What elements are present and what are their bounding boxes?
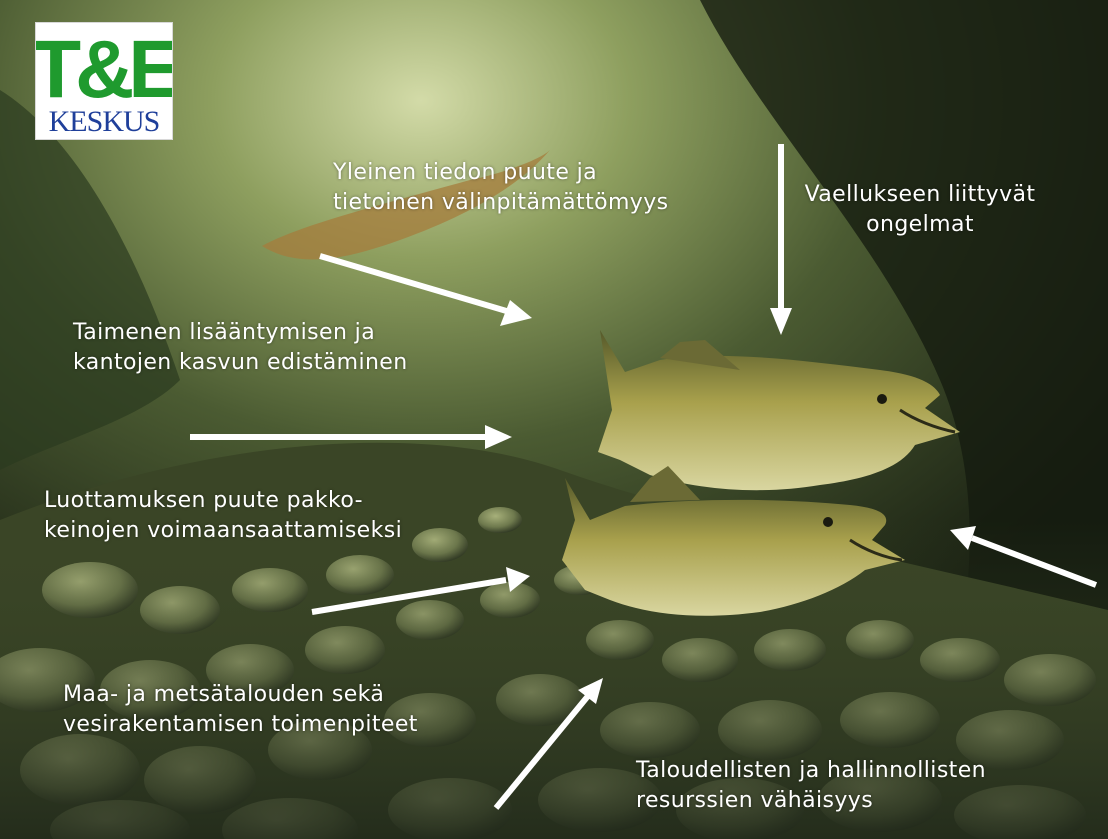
logo-top-text: T&E [36,24,172,115]
label-land-use: Maa- ja metsätalouden sekä vesirakentami… [63,680,418,740]
label-resources-line-1: Taloudellisten ja hallinnollisten [636,756,986,786]
label-land-use-line-2: vesirakentamisen toimenpiteet [63,710,418,740]
label-reproduction: Taimenen lisääntymisen ja kantojen kasvu… [73,318,408,378]
label-land-use-line-1: Maa- ja metsätalouden sekä [63,680,418,710]
label-trust: Luottamuksen puute pakko- keinojen voima… [44,486,402,546]
label-reproduction-line-1: Taimenen lisääntymisen ja [73,318,408,348]
logo-bottom-text: KESKUS [49,105,160,138]
label-resources: Taloudellisten ja hallinnollisten resurs… [636,756,986,816]
label-migration-line-2: ongelmat [800,210,1040,240]
logo-graphic: T&E KESKUS [36,23,172,139]
te-keskus-logo: T&E KESKUS [35,22,173,140]
label-trust-line-1: Luottamuksen puute pakko- [44,486,402,516]
label-info: Yleinen tiedon puute ja tietoinen välinp… [333,158,669,218]
label-resources-line-2: resurssien vähäisyys [636,786,986,816]
label-migration-line-1: Vaellukseen liittyvät [800,180,1040,210]
label-reproduction-line-2: kantojen kasvun edistäminen [73,348,408,378]
label-migration: Vaellukseen liittyvät ongelmat [800,180,1040,240]
label-info-line-1: Yleinen tiedon puute ja [333,158,669,188]
label-info-line-2: tietoinen välinpitämättömyys [333,188,669,218]
label-trust-line-2: keinojen voimaansaattamiseksi [44,516,402,546]
